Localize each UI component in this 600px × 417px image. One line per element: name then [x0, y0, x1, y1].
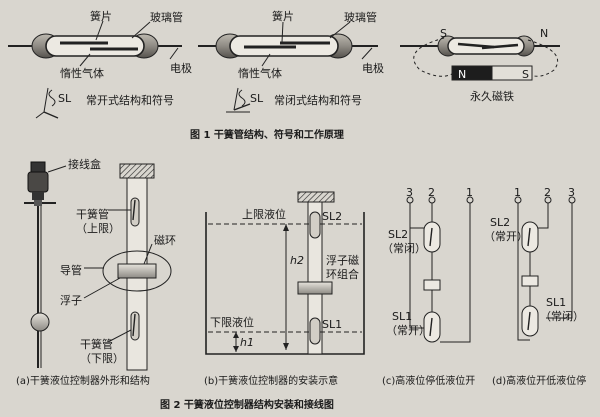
caption-normally-closed: 常闭式结构和符号 [274, 93, 362, 107]
figure-2-title: 图 2 干簧液位控制器结构安装和接线图 [160, 398, 334, 411]
terminal-d-2: 2 [544, 186, 551, 199]
label-electrode: 电极 [170, 61, 192, 75]
pole-s-magnet: S [522, 68, 529, 81]
label-upper-level: 上限液位 [242, 207, 286, 221]
label-float: 浮子 [60, 294, 82, 307]
symbol-normally-open: SL 常开式结构和符号 [35, 87, 174, 119]
label-h1: h1 [240, 336, 254, 349]
label-reed-2: 簧片 [272, 9, 294, 23]
wiring-start-high-stop-low: 1 2 3 SL2 （常开） SL1 （常闭） [484, 186, 584, 341]
label-sl1-c-state: （常开） [386, 324, 430, 337]
label-sl1-d: SL1 [546, 296, 566, 309]
label-sl2-c-state: （常闭） [382, 242, 426, 255]
label-float-combo-2: 环组合 [326, 267, 359, 281]
label-float-combo-1: 浮子磁 [326, 254, 359, 267]
controller-structure: 干簧管 （上限） 磁环 导管 浮子 干簧管 （下限） [60, 163, 176, 371]
terminal-d-1: 1 [514, 186, 521, 199]
label-sl1-d-state: （常闭） [540, 310, 584, 323]
label-glass-tube: 玻璃管 [150, 10, 183, 24]
pole-n-magnet: N [458, 68, 466, 81]
label-inert-gas-2: 惰性气体 [238, 66, 282, 80]
label-glass-tube-2: 玻璃管 [344, 10, 377, 24]
label-sl2-d: SL2 [490, 216, 510, 229]
pole-n-top: N [540, 27, 548, 40]
label-h2: h2 [290, 254, 304, 267]
label-sl: SL [58, 92, 72, 105]
label-magnet-ring: 磁环 [154, 234, 176, 247]
caption-a: (a)干簧液位控制器外形和结构 [16, 374, 150, 387]
terminal-c-2: 2 [428, 186, 435, 199]
caption-normally-open: 常开式结构和符号 [86, 93, 174, 107]
symbol-normally-closed: SL 常闭式结构和符号 [226, 87, 362, 113]
controller-exterior: 接线盒 [24, 157, 101, 368]
label-lower-level: 下限液位 [210, 315, 254, 329]
installation-diagram: 上限液位 下限液位 SL2 SL1 h2 h1 浮子磁 环组合 [205, 191, 365, 355]
caption-b: (b)干簧液位控制器的安装示意 [204, 374, 338, 387]
label-reed: 簧片 [90, 9, 112, 23]
label-reed-upper-limit: （上限） [76, 222, 120, 235]
label-sl1-b: SL1 [322, 318, 342, 331]
reed-switch-normally-open: 簧片 玻璃管 惰性气体 电极 [8, 9, 192, 80]
label-sl2-b: SL2 [322, 210, 342, 223]
label-reed-upper: 干簧管 [76, 207, 109, 221]
label-sl2-d-state: （常开） [484, 230, 528, 243]
pole-s-top: S [440, 27, 447, 40]
figure-1-title: 图 1 干簧管结构、符号和工作原理 [190, 128, 344, 141]
terminal-c-3: 3 [406, 186, 413, 199]
caption-permanent-magnet: 永久磁铁 [470, 89, 514, 103]
label-sl-2: SL [250, 92, 264, 105]
label-sl2-c: SL2 [388, 228, 408, 241]
label-reed-lower-limit: （下限） [80, 352, 124, 365]
label-inert-gas: 惰性气体 [60, 66, 104, 80]
reed-switch-normally-closed: 簧片 玻璃管 惰性气体 电极 [198, 9, 384, 80]
label-reed-lower: 干簧管 [80, 337, 113, 351]
caption-c: (c)高液位停低液位开 [382, 374, 475, 387]
magnet-principle: S N N S 永久磁铁 [400, 27, 560, 103]
label-guide-tube: 导管 [60, 263, 82, 277]
label-junction-box: 接线盒 [68, 157, 101, 171]
wiring-stop-high-start-low: 3 2 1 SL2 （常闭） SL1 （常开） [382, 186, 474, 343]
terminal-d-3: 3 [568, 186, 575, 199]
label-sl1-c: SL1 [392, 310, 412, 323]
terminal-c-1: 1 [466, 186, 473, 199]
label-electrode-2: 电极 [362, 61, 384, 75]
caption-d: (d)高液位开低液位停 [492, 374, 586, 387]
